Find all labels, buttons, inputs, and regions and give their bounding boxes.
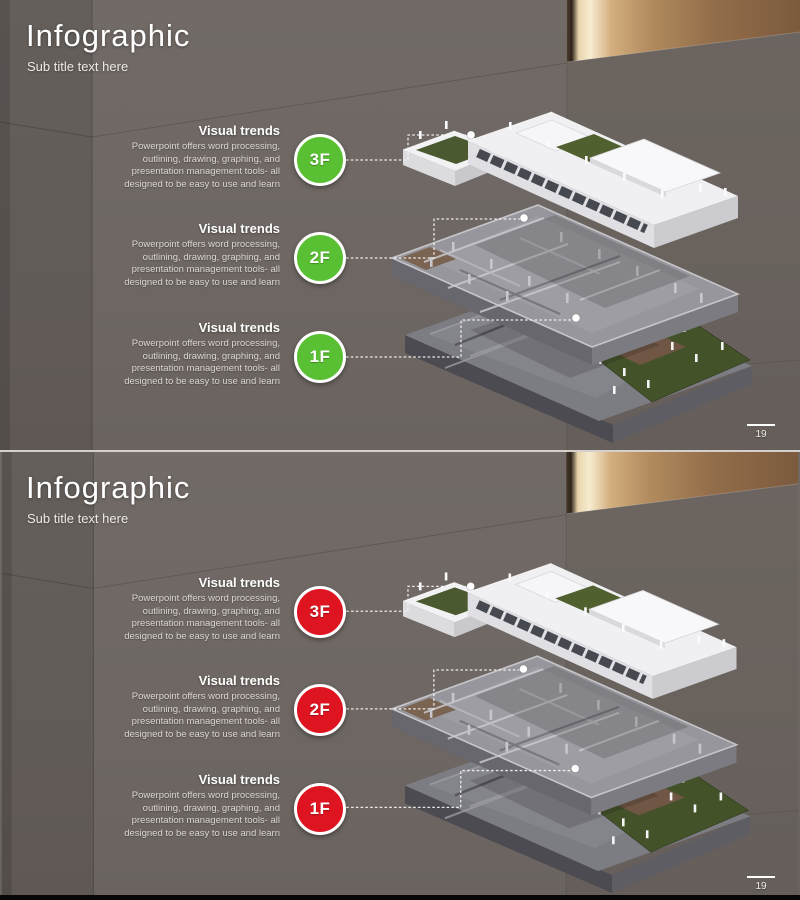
slide-1-artwork <box>0 0 800 450</box>
slide-1: Infographic Sub title text here Visual t… <box>0 0 800 450</box>
slide-2: Infographic Sub title text here Visual t… <box>0 450 800 900</box>
slide-2-artwork <box>0 452 800 900</box>
bottom-edge-bar <box>0 895 800 900</box>
